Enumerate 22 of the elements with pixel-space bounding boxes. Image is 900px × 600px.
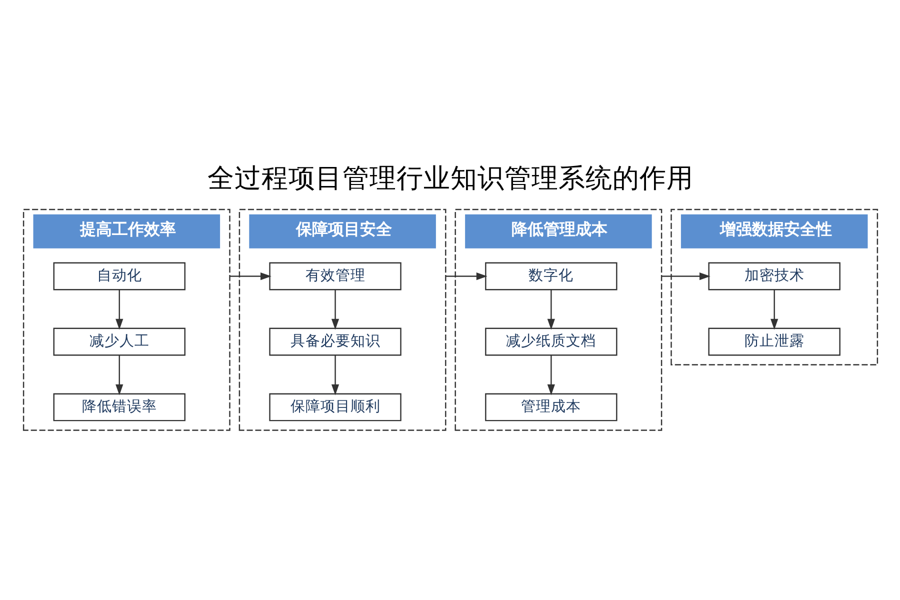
arrow	[445, 272, 487, 280]
arrow	[115, 289, 123, 330]
node-box: 减少人工	[52, 327, 185, 356]
arrow	[330, 289, 339, 330]
node-box: 有效管理	[268, 262, 401, 290]
diagram-title: 全过程项目管理行业知识管理系统的作用	[207, 162, 693, 194]
node-box: 加密技术	[708, 262, 840, 290]
arrow	[770, 289, 778, 330]
node-box: 保障项目顺利	[268, 392, 401, 421]
arrow	[115, 354, 123, 395]
node-box: 减少纸质文档	[484, 327, 617, 356]
node-box: 降低错误率	[52, 392, 185, 421]
node-box: 具备必要知识	[268, 327, 401, 356]
arrow	[661, 272, 710, 280]
node-box: 管理成本	[484, 392, 617, 421]
node-box: 数字化	[484, 262, 617, 290]
arrow	[229, 272, 271, 280]
node-box: 自动化	[52, 262, 185, 290]
arrow	[546, 354, 554, 395]
node-box: 防止泄露	[708, 327, 840, 356]
arrow	[546, 289, 554, 330]
arrow	[330, 354, 339, 395]
